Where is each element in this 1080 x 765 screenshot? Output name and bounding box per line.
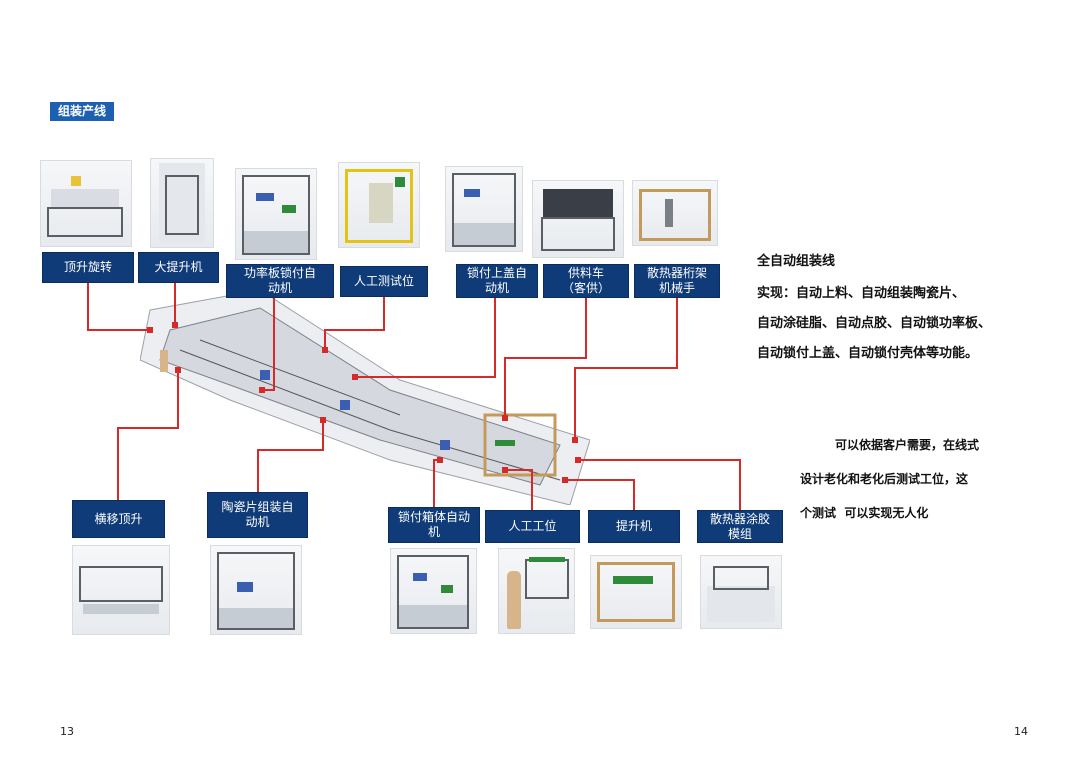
heatsink-robot-image bbox=[632, 180, 718, 246]
section-tag: 组装产线 bbox=[50, 102, 115, 121]
label-elevator: 提升机 bbox=[588, 510, 680, 543]
label-big-lift: 大提升机 bbox=[138, 252, 219, 283]
manual-station-image bbox=[498, 548, 575, 634]
label-case-lock-machine: 锁付箱体自动 机 bbox=[388, 507, 480, 543]
description-title: 全自动组装线 bbox=[757, 254, 836, 269]
supply-cart-image bbox=[532, 180, 624, 258]
label-lid-lock-machine: 锁付上盖自 动机 bbox=[456, 264, 538, 298]
description-line-3: 自动锁付上盖、自动锁付壳体等功能。 bbox=[757, 346, 979, 361]
page-number-right: 14 bbox=[1014, 725, 1028, 738]
description-line-2: 自动涂硅脂、自动点胶、自动锁功率板、 bbox=[757, 316, 992, 331]
production-line-image bbox=[139, 289, 591, 506]
manual-test-station-image bbox=[338, 162, 420, 248]
description-line-1: 实现：自动上料、自动组装陶瓷片、 bbox=[757, 286, 966, 301]
label-heatsink-glue: 散热器涂胶 模组 bbox=[697, 510, 783, 543]
top-rotate-image bbox=[40, 160, 132, 247]
page-number-left: 13 bbox=[60, 725, 74, 738]
power-board-machine-image bbox=[235, 168, 317, 260]
label-manual-test-station: 人工测试位 bbox=[340, 266, 428, 297]
label-manual-station: 人工工位 bbox=[485, 510, 580, 543]
case-lock-machine-image bbox=[390, 548, 477, 634]
label-power-board-machine: 功率板锁付自 动机 bbox=[226, 264, 334, 298]
label-supply-cart: 供料车 （客供） bbox=[543, 264, 629, 298]
elevator-image bbox=[590, 555, 682, 629]
label-ceramic-assembly: 陶瓷片组装自 动机 bbox=[207, 492, 308, 538]
note-line-2: 设计老化和老化后测试工位，这 bbox=[800, 472, 969, 486]
heatsink-glue-image bbox=[700, 555, 782, 629]
label-heatsink-robot: 散热器桁架 机械手 bbox=[634, 264, 720, 298]
label-top-rotate: 顶升旋转 bbox=[42, 252, 134, 283]
note-line-3: 个测试 可以实现无人化 bbox=[800, 506, 929, 520]
big-lift-image bbox=[150, 158, 214, 248]
lid-lock-machine-image bbox=[445, 166, 523, 252]
label-transverse-lift: 横移顶升 bbox=[72, 500, 165, 538]
transverse-lift-image bbox=[72, 545, 170, 635]
ceramic-assembly-image bbox=[210, 545, 302, 635]
note-line-1: 可以依据客户需要，在线式 bbox=[835, 438, 980, 452]
